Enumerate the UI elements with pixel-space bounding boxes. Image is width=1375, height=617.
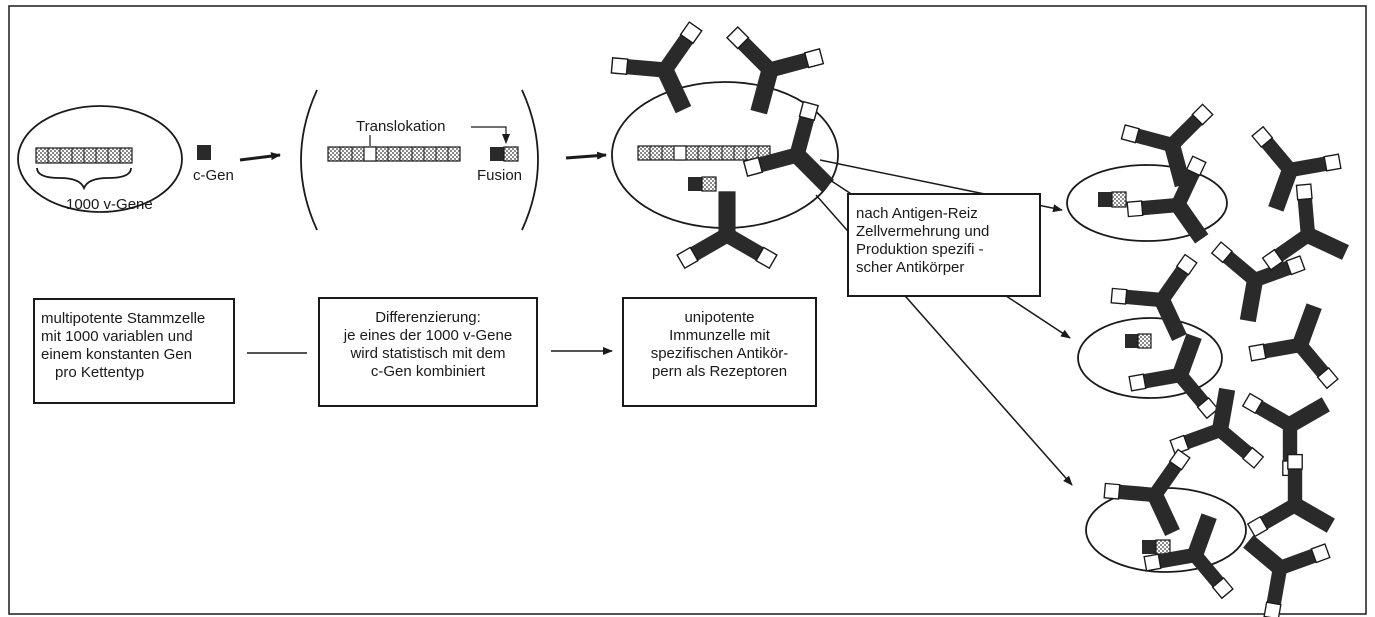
fusion-block xyxy=(490,146,519,162)
c-gene-fused-3 xyxy=(688,176,717,192)
antigen-line-4: scher Antikörper xyxy=(856,259,965,276)
differentiation-line-4: c-Gen kombiniert xyxy=(370,363,486,380)
antibody-icon xyxy=(737,95,864,222)
differentiation-line-1: Differenzierung: xyxy=(375,309,481,326)
v-gene-row-3 xyxy=(637,145,771,161)
antigen-line-2: Zellvermehrung und xyxy=(856,223,990,240)
stem-cell-line-1: multipotente Stammzelle xyxy=(41,310,206,327)
c-gene-fused-c3 xyxy=(1142,539,1171,555)
stem-cell-line-3: einem konstanten Gen xyxy=(41,346,192,363)
antibody-icon xyxy=(1105,250,1223,359)
arrow-cell-to-translocation xyxy=(239,152,281,162)
v-gene-brace xyxy=(36,167,132,191)
c-gene-fused-c2 xyxy=(1125,333,1152,349)
antibody-icon xyxy=(1230,123,1346,226)
unipotent-line-2: Immunzelle mit xyxy=(669,327,770,344)
c-gene-label: c-Gen xyxy=(193,167,234,184)
antibody-icon xyxy=(605,18,730,132)
fusion-label: Fusion xyxy=(477,167,523,184)
antibody-icon xyxy=(1117,101,1230,198)
c-gene-fused-c1 xyxy=(1098,191,1127,208)
stem-cell-line-2: mit 1000 variablen und xyxy=(41,328,193,345)
outer-frame xyxy=(8,5,1367,615)
v-gene-row-2 xyxy=(327,146,461,162)
antibody-icon xyxy=(676,190,778,269)
clone-cell-2 xyxy=(1077,317,1223,399)
right-parenthesis xyxy=(521,89,539,231)
translocation-arrow xyxy=(471,126,510,144)
stem-cell-line-4: pro Kettentyp xyxy=(55,364,145,381)
antigen-stimulus-box: nach Antigen-Reiz Zellvermehrung und Pro… xyxy=(847,193,1041,297)
antigen-line-3: Produktion spezifi - xyxy=(856,241,984,258)
arrow-translocation-to-cell xyxy=(565,151,607,160)
left-parenthesis xyxy=(300,89,318,231)
clone-cell-1 xyxy=(1066,164,1228,242)
unipotent-line-3: spezifischen Antikör- xyxy=(650,345,789,362)
differentiation-box: Differenzierung: je eines der 1000 v-Gen… xyxy=(318,297,538,407)
differentiation-line-2: je eines der 1000 v-Gene xyxy=(343,327,513,344)
unipotent-line-4: pern als Rezeptoren xyxy=(651,363,788,380)
antibody-icon xyxy=(1244,289,1360,392)
v-genes-label: 1000 v-Gene xyxy=(66,196,153,213)
c-gene-block xyxy=(197,145,211,160)
unipotent-line-1: unipotente xyxy=(684,309,755,326)
stem-cell-box: multipotente Stammzelle mit 1000 variabl… xyxy=(33,298,235,404)
differentiation-line-3: wird statistisch mit dem xyxy=(350,345,506,362)
antigen-line-1: nach Antigen-Reiz xyxy=(856,205,978,222)
unipotent-box: unipotente Immunzelle mit spezifischen A… xyxy=(622,297,817,407)
v-gene-row-1 xyxy=(35,147,133,164)
translocation-label: Translokation xyxy=(356,118,446,135)
stem-cell-ellipse xyxy=(17,105,183,213)
